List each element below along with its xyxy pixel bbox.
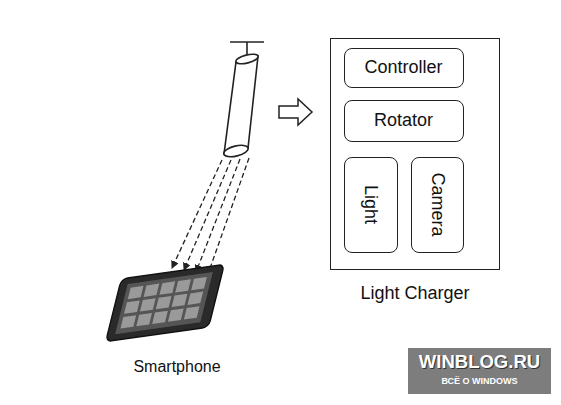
component-box: Camera — [411, 157, 464, 253]
component-box: Controller — [344, 48, 464, 88]
lamp — [223, 42, 264, 159]
watermark-tagline: ВСЁ О WINDOWS — [408, 376, 551, 386]
watermark: WINBLOG.RU — [408, 351, 551, 373]
watermark-panel — [408, 348, 551, 394]
component-box: Rotator — [344, 100, 464, 142]
hollow-arrow — [279, 99, 312, 125]
device-name: Smartphone — [112, 358, 242, 376]
component-label: Light — [360, 185, 381, 224]
light-beams — [172, 158, 249, 274]
component-label: Controller — [364, 57, 442, 78]
component-label: Camera — [427, 172, 448, 236]
smartphone-icon — [106, 264, 225, 341]
component-box: Light — [344, 157, 398, 253]
device-box: Light ChargerControllerRotatorLightCamer… — [330, 38, 500, 270]
component-label: Rotator — [374, 110, 433, 131]
device-title: Light Charger — [331, 283, 499, 304]
